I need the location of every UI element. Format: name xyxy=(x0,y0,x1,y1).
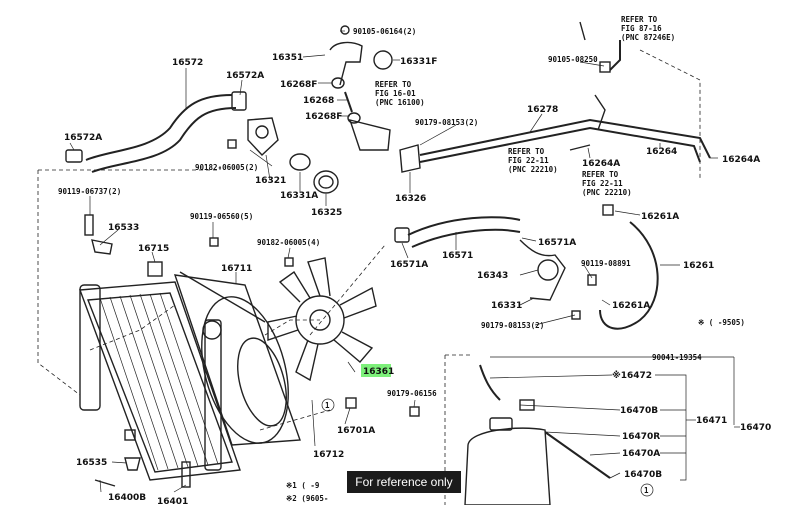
label-16264A-mid[interactable]: 16264A xyxy=(582,159,620,169)
label-16264[interactable]: 16264 xyxy=(646,147,677,157)
label-16470B-bottom[interactable]: 16470B xyxy=(624,470,662,480)
radiator-hose-16572 xyxy=(65,91,247,173)
reserve-tank-16470 xyxy=(464,364,611,505)
refer-22-11b-line1: REFER TO xyxy=(582,170,619,179)
refer-16-01-line3: (PNC 16100) xyxy=(375,98,425,107)
label-16268F-bottom[interactable]: 16268F xyxy=(305,112,342,122)
label-16268F-top[interactable]: 16268F xyxy=(280,80,317,90)
label-16278[interactable]: 16278 xyxy=(527,105,558,115)
label-16325[interactable]: 16325 xyxy=(311,208,342,218)
label-16571[interactable]: 16571 xyxy=(442,251,473,261)
label-16343[interactable]: 16343 xyxy=(477,271,508,281)
label-16268[interactable]: 16268 xyxy=(303,96,334,106)
label-16470A[interactable]: 16470A xyxy=(622,449,660,459)
label-16471[interactable]: 16471 xyxy=(696,416,727,426)
highlight-16361 xyxy=(361,364,391,377)
label-16401[interactable]: 16401 xyxy=(157,497,188,505)
hardware-bits xyxy=(84,25,597,488)
refer-22-11b-line3: (PNC 22210) xyxy=(582,188,632,197)
refer-22-11b-line2: FIG 22-11 xyxy=(582,179,623,188)
label-16715[interactable]: 16715 xyxy=(138,244,169,254)
label-16331F[interactable]: 16331F xyxy=(400,57,437,67)
label-90179-08153-b[interactable]: 90179-08153(2) xyxy=(481,321,544,330)
label-16701A[interactable]: 16701A xyxy=(337,426,375,436)
hose-16261 xyxy=(599,204,659,330)
refer-87-16-line1: REFER TO xyxy=(621,15,658,24)
label-16400B[interactable]: 16400B xyxy=(108,493,146,503)
label-90182-06005-4[interactable]: 90182-06005(4) xyxy=(257,238,320,247)
footnote-1: ※1 ( -9 xyxy=(286,481,320,490)
label-90105-08250[interactable]: 90105-08250 xyxy=(548,55,598,64)
label-16712[interactable]: 16712 xyxy=(313,450,344,460)
label-16264A-right[interactable]: 16264A xyxy=(722,155,760,165)
fan-16361 xyxy=(267,257,377,382)
label-16326[interactable]: 16326 xyxy=(395,194,426,204)
label-90119-06560[interactable]: 90119-06560(5) xyxy=(190,212,253,221)
label-16470[interactable]: 16470 xyxy=(740,423,771,433)
label-16261A-top[interactable]: 16261A xyxy=(641,212,679,222)
label-90179-08153-2[interactable]: 90179-08153(2) xyxy=(415,118,478,127)
fan-shroud-16711 xyxy=(173,271,301,446)
label-16535[interactable]: 16535 xyxy=(76,458,107,468)
label-90105-06164[interactable]: 90105-06164(2) xyxy=(353,27,416,36)
callout-circle xyxy=(321,398,335,412)
label-16470R[interactable]: 16470R xyxy=(622,432,660,442)
label-90182-06005-2[interactable]: 90182-06005(2) xyxy=(195,163,258,172)
label-16351[interactable]: 16351 xyxy=(272,53,303,63)
label-16572A-left[interactable]: 16572A xyxy=(64,133,102,143)
callout-circle xyxy=(640,483,654,497)
label-16261[interactable]: 16261 xyxy=(683,261,714,271)
label-9505-note: ※ ( -9505) xyxy=(698,318,745,327)
callout-2: 1 xyxy=(644,486,649,495)
label-16572A-top[interactable]: 16572A xyxy=(226,71,264,81)
label-16533[interactable]: 16533 xyxy=(108,223,139,233)
refer-16-01-line2: FIG 16-01 xyxy=(375,89,416,98)
label-16472[interactable]: ※16472 xyxy=(612,370,652,381)
footnote-2: ※2 (9605- xyxy=(286,494,328,503)
refer-87-16-line2: FIG 87-16 xyxy=(621,24,662,33)
leader-lines xyxy=(69,30,740,493)
label-16321[interactable]: 16321 xyxy=(255,176,286,186)
label-16331A[interactable]: 16331A xyxy=(280,191,318,201)
label-16470B-top[interactable]: 16470B xyxy=(620,406,658,416)
label-90119-06737[interactable]: 90119-06737(2) xyxy=(58,187,121,196)
label-16331[interactable]: 16331 xyxy=(491,301,522,311)
label-90041-19354[interactable]: 90041-19354 xyxy=(652,353,702,362)
label-16571A-top[interactable]: 16571A xyxy=(538,238,576,248)
label-16572[interactable]: 16572 xyxy=(172,58,203,68)
refer-22-11-line1: REFER TO xyxy=(508,147,545,156)
part-labels: 90105-06164(2) 16351 16331F 16268F 16268… xyxy=(58,15,771,505)
label-90119-08891[interactable]: 90119-08891 xyxy=(581,259,631,268)
radiator-16400 xyxy=(79,281,241,481)
label-16361[interactable]: 16361 xyxy=(363,367,394,377)
label-16261A-bottom[interactable]: 16261A xyxy=(612,301,650,311)
thermostat-group xyxy=(247,41,421,194)
label-16571A-left[interactable]: 16571A xyxy=(390,260,428,270)
refer-22-11-line2: FIG 22-11 xyxy=(508,156,549,165)
radiator-hose-16571 xyxy=(394,216,566,301)
label-90179-06156[interactable]: 90179-06156 xyxy=(387,389,437,398)
reference-only-badge: For reference only xyxy=(347,471,461,493)
label-16711[interactable]: 16711 xyxy=(221,264,252,274)
refer-16-01-line1: REFER TO xyxy=(375,80,412,89)
refer-22-11-line3: (PNC 22210) xyxy=(508,165,558,174)
assembly-boundary xyxy=(37,49,701,505)
refer-87-16-line3: (PNC 87246E) xyxy=(621,33,675,42)
callout-1: 1 xyxy=(325,401,330,410)
bypass-pipe-16278 xyxy=(419,21,711,163)
